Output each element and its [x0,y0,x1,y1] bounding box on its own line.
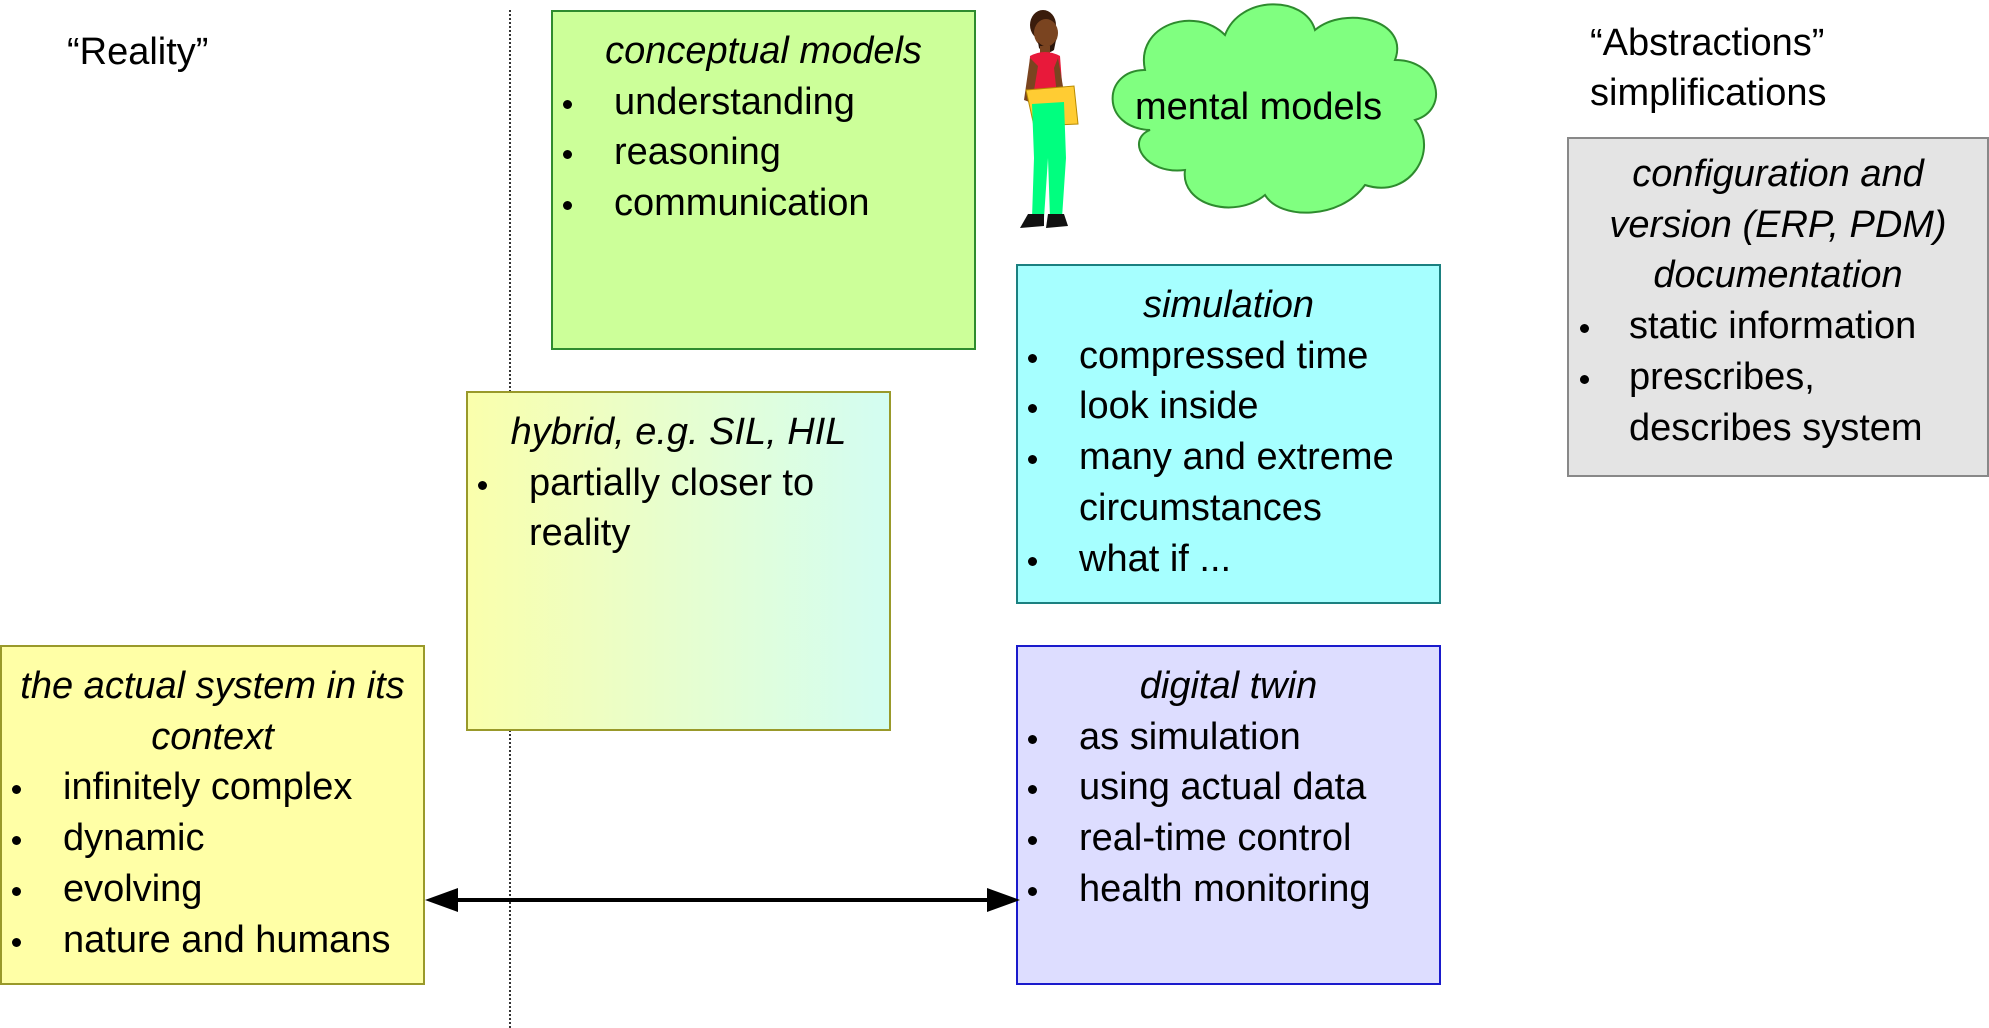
person-icon [1020,10,1079,228]
list-item: evolving [2,864,423,915]
mental-models-cloud [1111,3,1438,214]
simulation-list: compressed time look inside many and ext… [1018,331,1439,585]
list-item: nature and humans [2,915,423,966]
list-item: prescribes, describes system [1569,352,1987,453]
simulation-title: simulation [1142,284,1315,326]
abstractions-label: “Abstractions” [1590,22,1825,64]
double-arrow [425,888,1020,912]
configuration-list: static information prescribes, describes… [1569,301,1987,453]
actual-system-list: infinitely complex dynamic evolving natu… [2,762,423,965]
list-item: real-time control [1018,813,1439,864]
mental-models-label: mental models [1135,86,1383,128]
list-item: partially closer to reality [468,458,889,559]
list-item: understanding [553,77,974,128]
actual-system-box: the actual system in its context infinit… [0,645,425,985]
list-item: many and extreme circumstances [1018,432,1439,533]
list-item: look inside [1018,381,1439,432]
list-item: as simulation [1018,712,1439,763]
actual-system-title: the actual system in its context [20,665,405,758]
list-item: using actual data [1018,762,1439,813]
hybrid-title: hybrid, e.g. SIL, HIL [510,411,847,453]
configuration-title: configuration and version (ERP, PDM) doc… [1609,153,1947,297]
list-item: static information [1569,301,1987,352]
conceptual-models-title: conceptual models [605,30,922,72]
list-item: health monitoring [1018,864,1439,915]
configuration-box: configuration and version (ERP, PDM) doc… [1567,137,1989,477]
reality-label: “Reality” [67,31,209,73]
hybrid-box: hybrid, e.g. SIL, HIL partially closer t… [466,391,891,731]
simplifications-label: simplifications [1590,72,1827,114]
conceptual-models-box: conceptual models understanding reasonin… [551,10,976,350]
simulation-box: simulation compressed time look inside m… [1016,264,1441,604]
list-item: what if ... [1018,534,1439,585]
conceptual-models-list: understanding reasoning communication [553,77,974,229]
list-item: compressed time [1018,331,1439,382]
list-item: dynamic [2,813,423,864]
list-item: reasoning [553,127,974,178]
list-item: communication [553,178,974,229]
digital-twin-box: digital twin as simulation using actual … [1016,645,1441,985]
digital-twin-title: digital twin [1139,665,1318,707]
hybrid-list: partially closer to reality [468,458,889,559]
list-item: infinitely complex [2,762,423,813]
digital-twin-list: as simulation using actual data real-tim… [1018,712,1439,915]
